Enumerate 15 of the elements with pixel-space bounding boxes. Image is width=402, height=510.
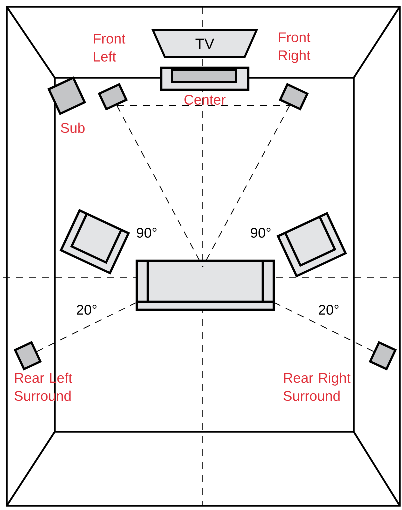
sofa-drawing — [136, 260, 276, 312]
speaker-label: Rear Right Surround — [284, 372, 351, 402]
center-speaker — [160, 66, 250, 92]
dashed-line — [202, 105, 290, 268]
angle-label: 20° — [77, 305, 97, 315]
angle-label: 20° — [319, 305, 339, 315]
angle-label: 90° — [137, 228, 157, 238]
dashed-line — [274, 302, 374, 352]
angle-label: 90° — [251, 228, 271, 238]
dashed-line — [36, 302, 136, 352]
speaker-label: Sub — [61, 122, 85, 134]
dashed-line — [116, 105, 290, 106]
speaker-label: Front Left — [94, 34, 126, 62]
subwoofer — [48, 76, 86, 116]
speaker-label: Front Right — [279, 32, 311, 64]
